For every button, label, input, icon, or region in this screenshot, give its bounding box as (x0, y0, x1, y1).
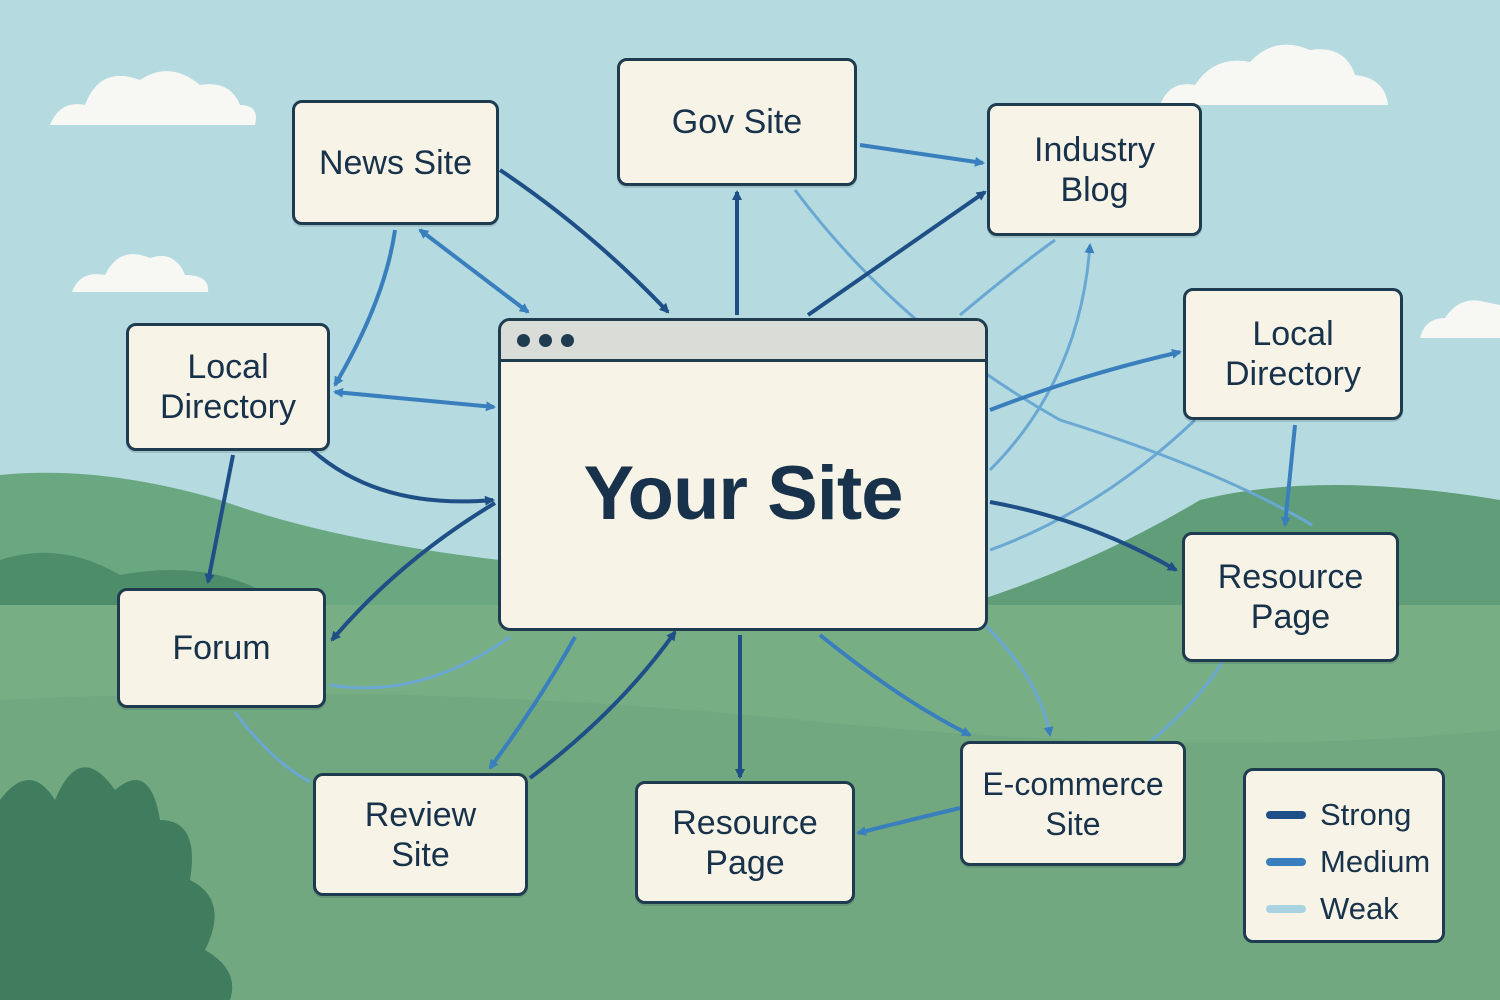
window-dot-icon (517, 333, 530, 347)
legend-item-medium: Medium (1266, 838, 1442, 885)
node-label: Resource Page (672, 803, 818, 882)
window-dot-icon (561, 333, 574, 347)
legend-item-strong: Strong (1266, 791, 1442, 838)
node-forum[interactable]: Forum (117, 588, 326, 708)
strong-swatch-icon (1266, 810, 1306, 819)
browser-title-bar (501, 321, 985, 362)
node-local-directory-right[interactable]: Local Directory (1183, 288, 1403, 420)
weak-swatch-icon (1266, 904, 1306, 913)
legend-label: Medium (1320, 843, 1431, 879)
node-label: Local Directory (1224, 315, 1362, 393)
node-label: Forum (172, 629, 271, 667)
legend-item-weak: Weak (1266, 885, 1442, 932)
legend-label: Weak (1320, 890, 1399, 926)
medium-swatch-icon (1266, 857, 1306, 866)
node-resource-page-bottom[interactable]: Resource Page (635, 781, 855, 904)
node-label: Industry Blog (1034, 130, 1155, 209)
legend-label: Strong (1320, 796, 1412, 832)
node-gov-site[interactable]: Gov Site (617, 58, 857, 186)
window-dot-icon (539, 333, 552, 347)
node-news-site[interactable]: News Site (292, 100, 499, 225)
node-local-directory-left[interactable]: Local Directory (126, 323, 330, 451)
node-label: E-commerce Site (982, 765, 1164, 842)
node-label: Review Site (364, 795, 477, 874)
legend: Strong Medium Weak (1243, 768, 1445, 943)
node-industry-blog[interactable]: Industry Blog (987, 103, 1202, 236)
node-label: Resource Page (1217, 558, 1364, 636)
cloud-icon (50, 44, 1500, 338)
node-review-site[interactable]: Review Site (313, 773, 528, 896)
node-label: News Site (318, 143, 473, 182)
node-resource-page-right[interactable]: Resource Page (1182, 532, 1399, 662)
hub-label: Your Site (583, 451, 904, 536)
node-label: Gov Site (671, 103, 803, 141)
node-label: Local Directory (159, 348, 297, 426)
node-ecommerce-site[interactable]: E-commerce Site (960, 741, 1186, 866)
bush (0, 767, 233, 1000)
your-site-node[interactable]: Your Site (498, 318, 988, 631)
